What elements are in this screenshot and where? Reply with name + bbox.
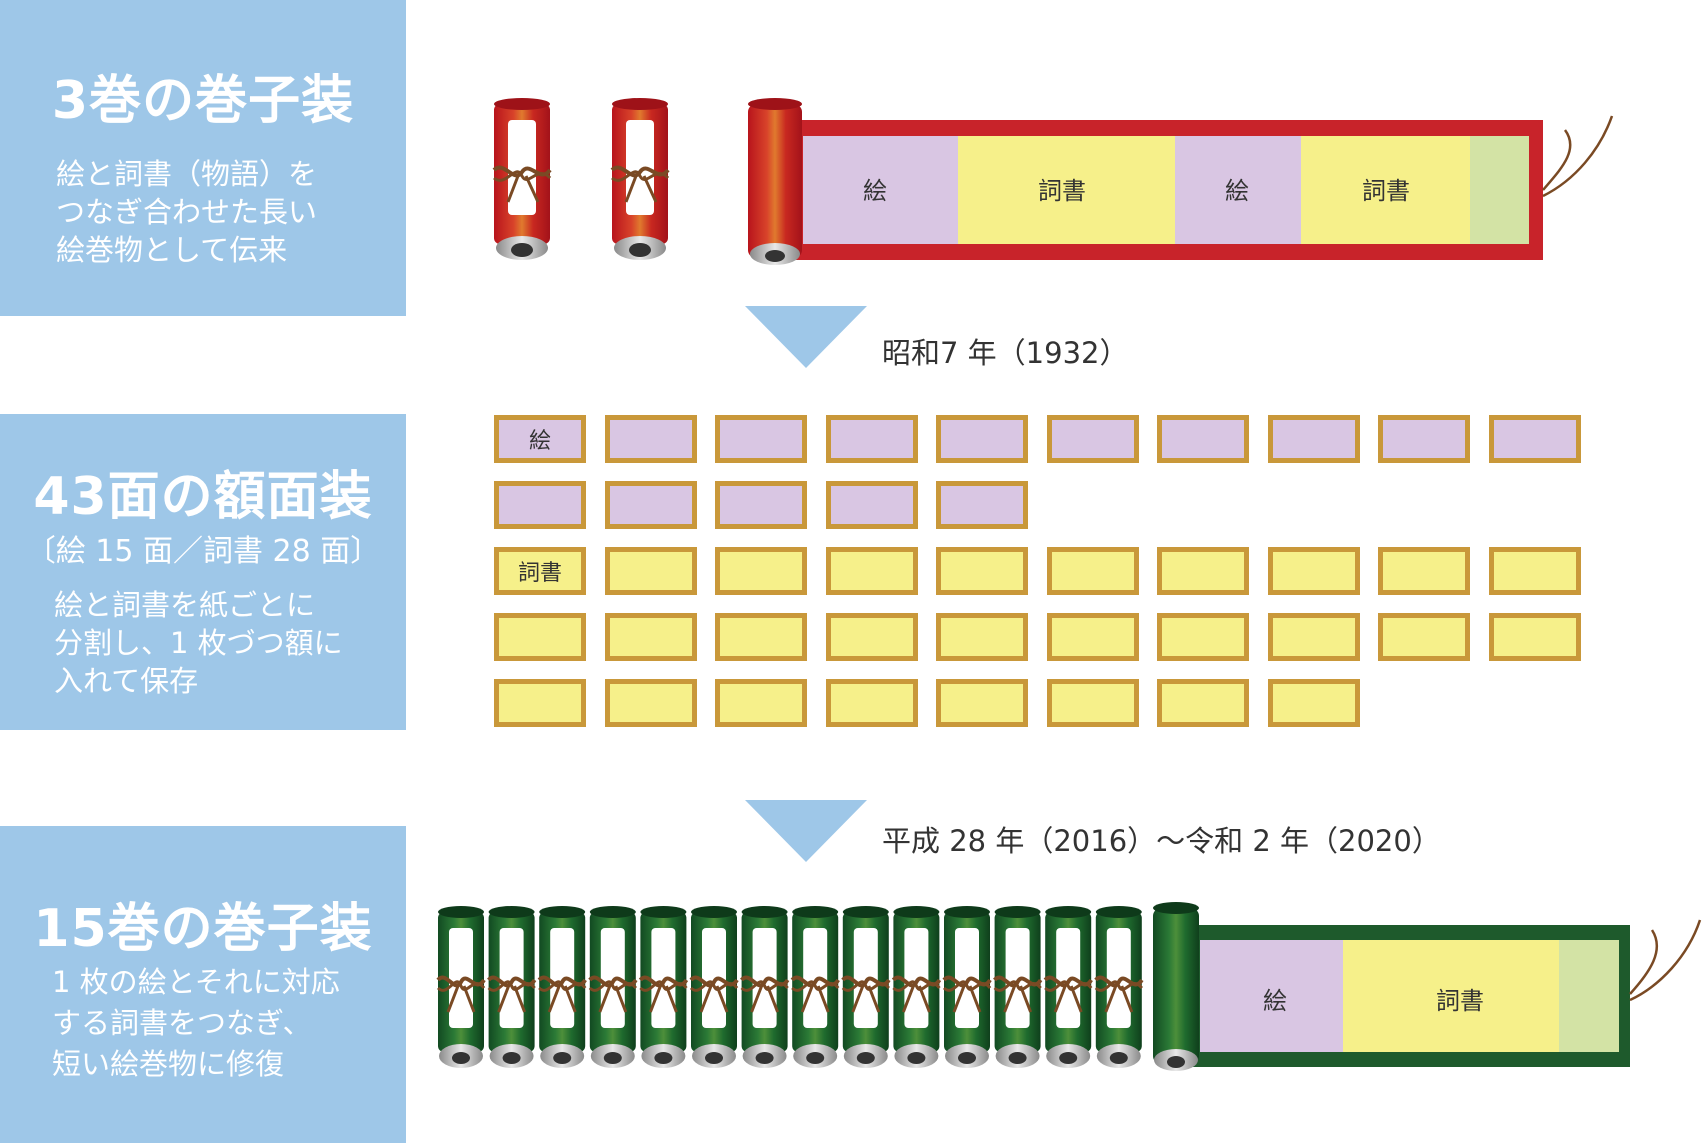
picture-frame (604, 415, 697, 463)
rolled-scroll-icon (1043, 904, 1094, 1070)
text-frame (494, 679, 586, 727)
text-frame (1046, 613, 1139, 661)
rolled-scroll-icon (891, 904, 942, 1070)
section2-description: 絵と詞書を紙ごとに 分割し、1 枚づつ額に 入れて保存 (54, 588, 343, 698)
picture-frame (1267, 415, 1360, 463)
picture-frame (936, 415, 1028, 463)
open-scroll-border (1190, 925, 1630, 1067)
text-frame (825, 679, 918, 727)
text-frame (715, 613, 807, 661)
scroll-panel-text (1343, 940, 1559, 1052)
rolled-scroll-icon (587, 904, 638, 1070)
rolled-scroll-icon (992, 904, 1043, 1070)
scroll-roller (748, 104, 802, 258)
rolled-scroll-icon (790, 904, 841, 1070)
rolled-scroll-icon (1093, 904, 1144, 1070)
scroll1-label-1: 詞書 (1038, 177, 1086, 205)
scroll-panel-picture (1175, 136, 1301, 244)
text-frame (825, 547, 918, 595)
picture-frame (1488, 415, 1581, 463)
rolled-scroll-icon (492, 96, 552, 262)
scroll-panel-picture (1200, 940, 1343, 1052)
scroll3-label-0: 絵 (1263, 987, 1287, 1015)
rolled-scroll-icon (610, 96, 670, 262)
section1-panel: 3巻の巻子装 絵と詞書（物語）を つなぎ合わせた長い 絵巻物として伝来 (0, 0, 406, 316)
scroll-panel-text (1301, 136, 1470, 244)
transition1-date: 昭和7 年（1932） (882, 336, 1129, 370)
picture-frame (715, 481, 807, 529)
arrow-down-icon (745, 800, 867, 862)
text-frame: 詞書 (494, 547, 586, 595)
picture-frame (715, 415, 807, 463)
section3-title: 15巻の巻子装 (33, 899, 373, 959)
section2-subtitle: 〔絵 15 面／詞書 28 面〕 (25, 534, 381, 569)
open-scroll-border (790, 120, 1543, 260)
text-frame (1488, 547, 1581, 595)
scroll-panel-text (958, 136, 1175, 244)
text-frame (715, 547, 807, 595)
picture-frame (1157, 415, 1249, 463)
text-frame (1378, 613, 1470, 661)
picture-frame (936, 481, 1028, 529)
text-frame (936, 547, 1028, 595)
picture-frame (1046, 415, 1139, 463)
text-frame (715, 679, 807, 727)
rolled-scroll-icon (739, 904, 790, 1070)
text-frame (1157, 613, 1249, 661)
picture-frame (825, 415, 918, 463)
scroll1-label-2: 絵 (1225, 177, 1249, 205)
text-frame (1267, 679, 1360, 727)
text-frame (1267, 613, 1360, 661)
scroll-panel-endpaper (1470, 136, 1529, 244)
text-frame (1488, 613, 1581, 661)
picture-frame (1378, 415, 1470, 463)
text-frame (604, 679, 697, 727)
text-frame (936, 613, 1028, 661)
text-frame (494, 613, 586, 661)
text-frame (936, 679, 1028, 727)
text-frame (825, 613, 918, 661)
section2-title: 43面の額面装 (33, 467, 373, 527)
text-frame (1046, 679, 1139, 727)
text-frame (1046, 547, 1139, 595)
rolled-scroll-icon (436, 904, 486, 1070)
rolled-scroll-icon (486, 904, 537, 1070)
scroll-cord-icon (1629, 919, 1702, 1002)
arrow-down-icon (745, 306, 867, 368)
rolled-scroll-icon (537, 904, 588, 1070)
text-frame (1157, 547, 1249, 595)
scroll1-label-3: 詞書 (1362, 177, 1410, 205)
rolled-scroll-icon (689, 904, 739, 1070)
text-frame (1267, 547, 1360, 595)
scroll-panel-endpaper (1559, 940, 1619, 1052)
section1-title: 3巻の巻子装 (51, 71, 355, 131)
text-frame (604, 547, 697, 595)
scroll3-label-1: 詞書 (1436, 987, 1484, 1015)
section1-description: 絵と詞書（物語）を つなぎ合わせた長い 絵巻物として伝来 (56, 157, 318, 267)
scroll-panel-picture (803, 136, 958, 244)
picture-frame: 絵 (494, 415, 586, 463)
rolled-scroll-icon (840, 904, 891, 1070)
rolled-scroll-row (436, 904, 1144, 1070)
transition2-date: 平成 28 年（2016）〜令和 2 年（2020） (882, 824, 1441, 858)
picture-frame (494, 481, 586, 529)
text-frame (1157, 679, 1249, 727)
picture-frame (825, 481, 918, 529)
section3-panel: 15巻の巻子装 1 枚の絵とそれに対応 する詞書をつなぎ、 短い絵巻物に修復 (0, 826, 406, 1143)
scroll1-label-0: 絵 (863, 177, 887, 205)
scroll-roller (1153, 908, 1199, 1064)
scroll-cord-icon (1542, 115, 1614, 198)
rolled-scroll-icon (942, 904, 992, 1070)
rolled-scroll-icon (638, 904, 689, 1070)
section2-panel: 43面の額面装 〔絵 15 面／詞書 28 面〕 絵と詞書を紙ごとに 分割し、1… (0, 414, 406, 730)
text-frame (604, 613, 697, 661)
picture-frame (604, 481, 697, 529)
text-frame (1378, 547, 1470, 595)
section3-description: 1 枚の絵とそれに対応 する詞書をつなぎ、 短い絵巻物に修復 (52, 965, 340, 1081)
